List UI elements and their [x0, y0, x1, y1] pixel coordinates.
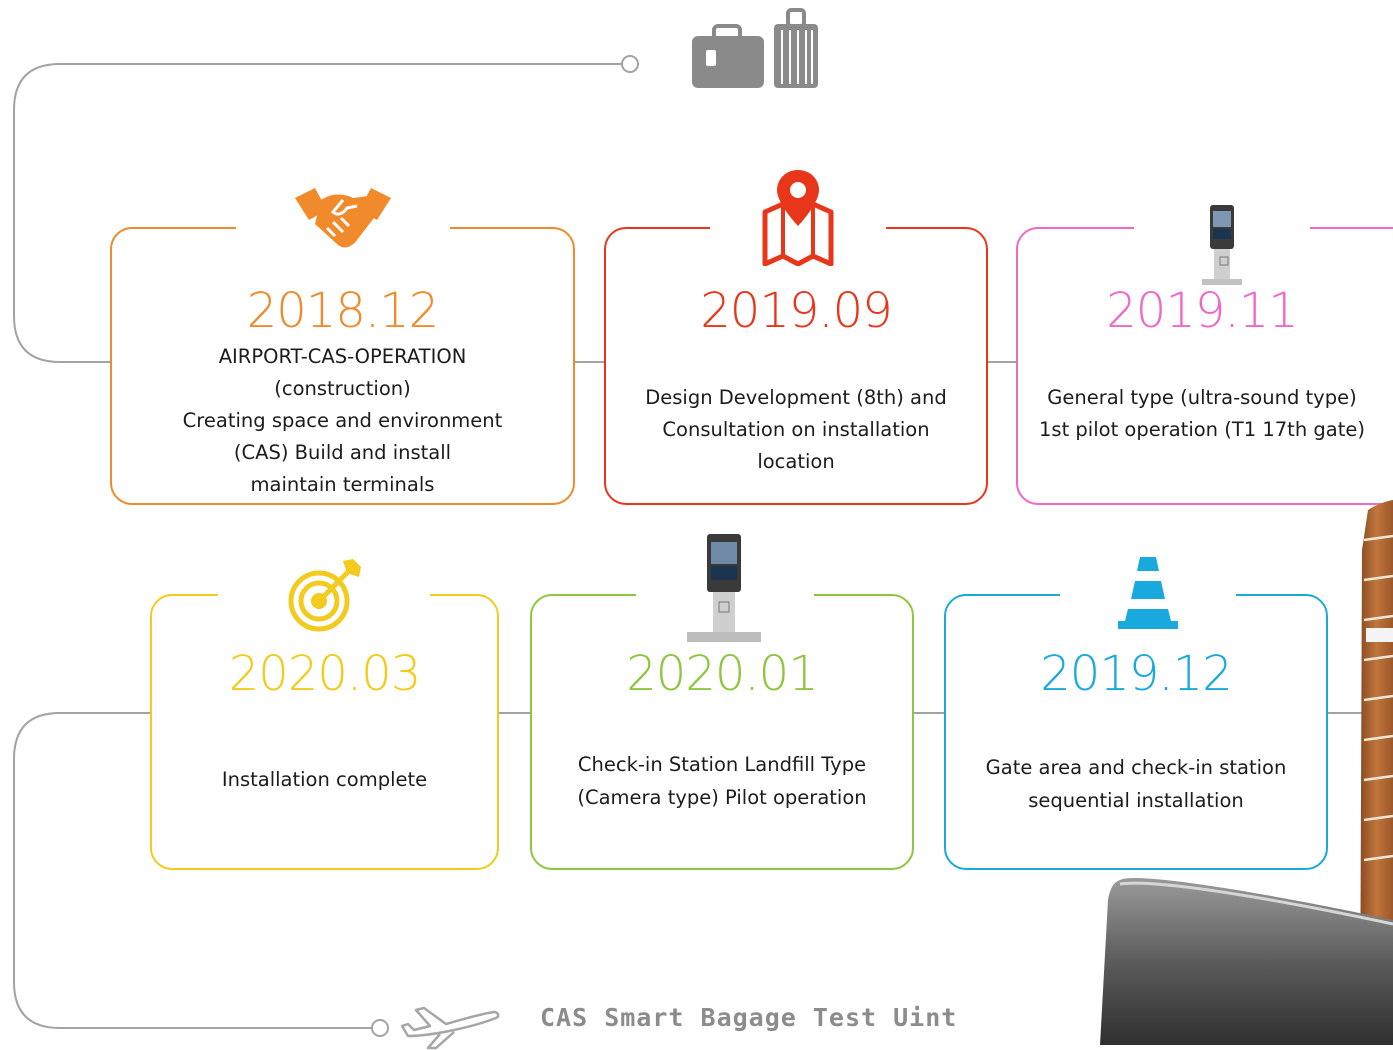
milestone-card-2020-01: 2020.01 Check-in Station Landfill Type (… [530, 534, 914, 870]
luggage-icon [692, 8, 818, 88]
description-line: Gate area and check-in station [985, 756, 1287, 779]
milestone-description: Installation complete [158, 764, 491, 795]
description-line: Consultation on installation [662, 418, 930, 441]
target-icon [264, 542, 384, 650]
description-line: AIRPORT-CAS-OPERATION [218, 345, 467, 368]
airplane-icon [400, 1006, 500, 1050]
milestone-year: 2019.11 [1106, 283, 1299, 339]
kiosk-icon [664, 534, 784, 646]
description-line: (Camera type) Pilot operation [577, 786, 867, 809]
milestone-description: General type (ultra-sound type) 1st pilo… [1018, 382, 1386, 446]
description-line: maintain terminals [250, 473, 435, 496]
description-line: (CAS) Build and install [233, 441, 452, 464]
milestone-year: 2019.12 [1040, 646, 1233, 702]
milestone-year: 2018.12 [246, 283, 440, 339]
milestone-year: 2020.03 [228, 646, 422, 702]
description-line: Design Development (8th) and [645, 386, 947, 409]
milestone-card-2019-11: 2019.11 General type (ultra-sound type) … [1016, 205, 1393, 505]
map-pin-icon [738, 163, 858, 271]
traffic-cone-icon [1088, 538, 1208, 646]
milestone-description: AIRPORT-CAS-OPERATION (construction) Cre… [118, 341, 567, 501]
footer-title: CAS Smart Bagage Test Uint [540, 1003, 958, 1032]
milestone-year: 2019.09 [700, 283, 893, 339]
description-line: Check-in Station Landfill Type [577, 753, 867, 776]
milestone-card-2019-09: 2019.09 Design Development (8th) and Con… [604, 170, 988, 505]
description-line: sequential installation [1028, 789, 1244, 812]
milestone-description: Design Development (8th) and Consultatio… [612, 382, 980, 478]
kiosk-icon [1162, 187, 1282, 305]
description-line: General type (ultra-sound type) [1047, 386, 1357, 409]
milestone-description: Check-in Station Landfill Type (Camera t… [538, 748, 906, 814]
milestone-card-2020-03: 2020.03 Installation complete [150, 559, 499, 870]
milestone-year: 2020.01 [626, 646, 819, 702]
description-line: location [757, 450, 835, 473]
description-line: (construction) [274, 377, 411, 400]
description-line: 1st pilot operation (T1 17th gate) [1039, 418, 1365, 441]
baggage-device-illustration [1100, 500, 1393, 1045]
handshake-icon [283, 165, 403, 273]
description-line: Creating space and environment [182, 409, 503, 432]
description-line: Installation complete [221, 768, 428, 791]
milestone-description: Gate area and check-in station sequentia… [952, 751, 1320, 817]
milestone-card-2018-12: 2018.12 AIRPORT-CAS-OPERATION (construct… [110, 188, 575, 505]
milestone-card-2019-12: 2019.12 Gate area and check-in station s… [944, 557, 1328, 870]
